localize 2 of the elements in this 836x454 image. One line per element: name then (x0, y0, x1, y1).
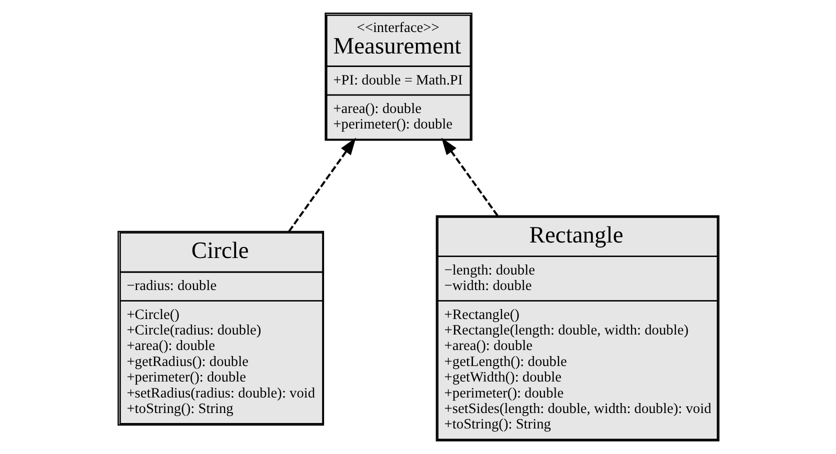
arrow (440, 138, 498, 216)
arrow (288, 138, 356, 232)
